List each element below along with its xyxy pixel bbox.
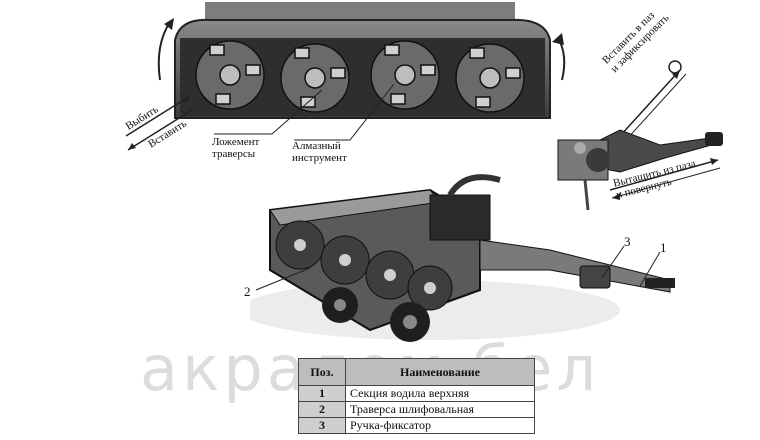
position-leaders (255, 245, 661, 291)
table-row: 3 Ручка-фиксатор (298, 417, 535, 434)
position-2-label: 2 (244, 284, 251, 299)
row-name: Траверса шлифовальная (345, 401, 535, 418)
machine-photo (250, 174, 675, 342)
table-header-row: Поз. Наименование (298, 358, 535, 386)
grinding-head-1 (195, 40, 265, 110)
row-num: 2 (298, 401, 346, 418)
row-num: 1 (298, 385, 346, 402)
table-row: 2 Траверса шлифовальная (298, 401, 535, 418)
almaz-label: Алмазный инструмент (292, 140, 347, 164)
parts-table: Поз. Наименование 1 Секция водила верхня… (298, 358, 535, 434)
callout-line (294, 83, 395, 141)
position-3-label: 3 (624, 234, 631, 249)
header-pos: Поз. (298, 358, 346, 386)
lozhement-label: Ложемент траверсы (212, 136, 260, 160)
row-name: Секция водила верхняя (345, 385, 535, 402)
heads-closeup-photo (157, 2, 566, 119)
double-arrow-icon (125, 95, 193, 151)
grinding-head-4 (455, 43, 525, 113)
table-row: 1 Секция водила верхняя (298, 385, 535, 402)
position-1-label: 1 (660, 240, 667, 255)
handle-detail-photo (557, 60, 723, 211)
row-num: 3 (298, 417, 346, 434)
callout-line (214, 89, 323, 135)
grinding-head-2 (280, 43, 350, 113)
row-name: Ручка-фиксатор (345, 417, 535, 434)
header-name: Наименование (345, 358, 535, 386)
